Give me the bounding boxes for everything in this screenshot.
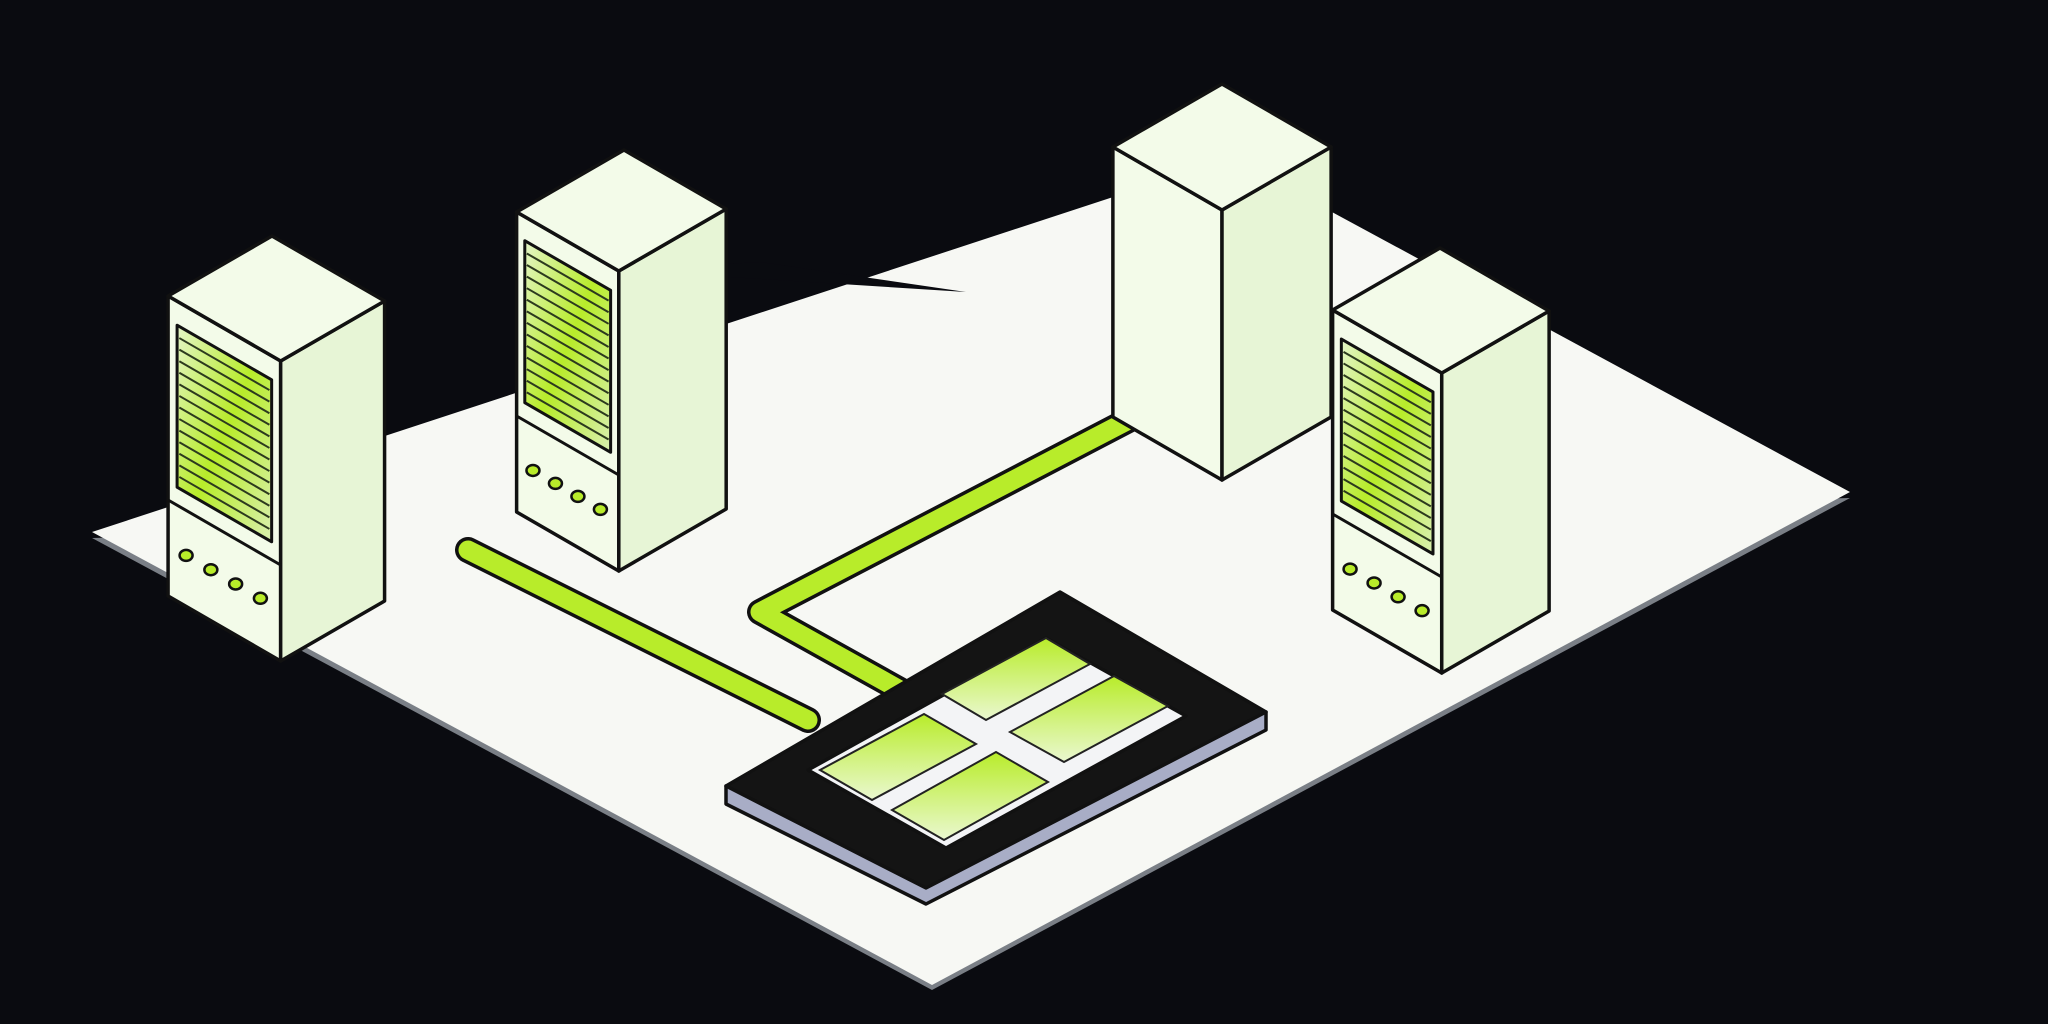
vent-slat bbox=[1343, 443, 1432, 496]
panel-tile-1 bbox=[939, 636, 1093, 722]
vent-slat bbox=[178, 406, 270, 461]
vent-slat bbox=[1343, 374, 1432, 427]
cable-left-to-panel bbox=[455, 537, 821, 733]
server-top-face bbox=[1330, 246, 1551, 375]
panel-tile-3 bbox=[817, 712, 979, 802]
vent-slat bbox=[178, 371, 270, 426]
vent-slat bbox=[526, 252, 610, 302]
vent-slat bbox=[1343, 408, 1432, 461]
panel-tile-2 bbox=[1007, 674, 1171, 764]
vent-slat bbox=[178, 360, 270, 415]
server-panel-divider bbox=[515, 414, 620, 477]
server-side-face bbox=[278, 299, 387, 663]
vent-slat bbox=[178, 418, 270, 472]
indicator-light bbox=[1342, 562, 1358, 576]
indicator-light bbox=[525, 463, 541, 478]
vent-slat bbox=[1343, 385, 1432, 438]
server-back-center bbox=[514, 148, 728, 573]
vent-slat bbox=[526, 322, 610, 371]
vent-slat bbox=[526, 379, 610, 429]
server-left bbox=[166, 234, 387, 663]
vent-slat bbox=[526, 287, 610, 337]
server-right bbox=[1330, 246, 1551, 675]
vent-slat bbox=[1343, 420, 1432, 473]
vent-slat bbox=[526, 333, 610, 383]
server-panel-divider bbox=[1331, 512, 1443, 579]
vent-slat bbox=[178, 441, 270, 496]
server-back-right bbox=[1111, 82, 1333, 482]
indicator-light bbox=[592, 502, 609, 517]
vent-slat bbox=[1343, 432, 1432, 485]
vent-slat bbox=[1343, 466, 1432, 519]
server-panel-divider bbox=[167, 498, 282, 567]
indicator-light bbox=[203, 562, 219, 577]
vent-slat bbox=[526, 391, 610, 441]
indicator-light bbox=[570, 489, 586, 504]
indicator-light bbox=[547, 476, 564, 491]
vent-slat bbox=[178, 337, 270, 391]
vent-slat bbox=[178, 383, 270, 438]
panel-tile-4 bbox=[889, 750, 1051, 842]
cable-right-to-panel bbox=[747, 323, 1303, 703]
vent-slat bbox=[178, 464, 270, 519]
vent-slat bbox=[178, 429, 270, 484]
indicator-light bbox=[1414, 603, 1430, 618]
indicator-light bbox=[1390, 590, 1406, 604]
vent-slat bbox=[1343, 351, 1432, 404]
vent-slat bbox=[178, 348, 270, 403]
vent-slat bbox=[526, 310, 610, 360]
server-top-face bbox=[166, 234, 387, 363]
server-top-face bbox=[1111, 82, 1333, 212]
central-switch-panel bbox=[724, 590, 1268, 906]
indicator-light bbox=[227, 577, 244, 591]
indicator-light bbox=[1366, 576, 1382, 590]
vent-slat bbox=[1343, 478, 1432, 531]
server-top-face bbox=[514, 148, 728, 273]
network-cables bbox=[455, 323, 1461, 733]
vent-slat bbox=[526, 298, 610, 348]
vent-slat bbox=[1343, 397, 1432, 450]
vent-slat bbox=[178, 395, 270, 449]
vent-slat bbox=[178, 452, 270, 507]
vent-slat bbox=[178, 476, 270, 530]
vent-slat bbox=[526, 275, 610, 325]
vent-slat bbox=[526, 345, 610, 395]
indicator-light bbox=[252, 591, 269, 606]
vent-slat bbox=[526, 368, 610, 418]
vent-slat bbox=[1343, 455, 1432, 508]
vent-slat bbox=[1343, 489, 1432, 542]
vent-slat bbox=[526, 356, 610, 406]
vent-slat bbox=[1343, 362, 1432, 415]
vent-slat bbox=[526, 264, 610, 314]
indicator-light bbox=[178, 548, 194, 563]
